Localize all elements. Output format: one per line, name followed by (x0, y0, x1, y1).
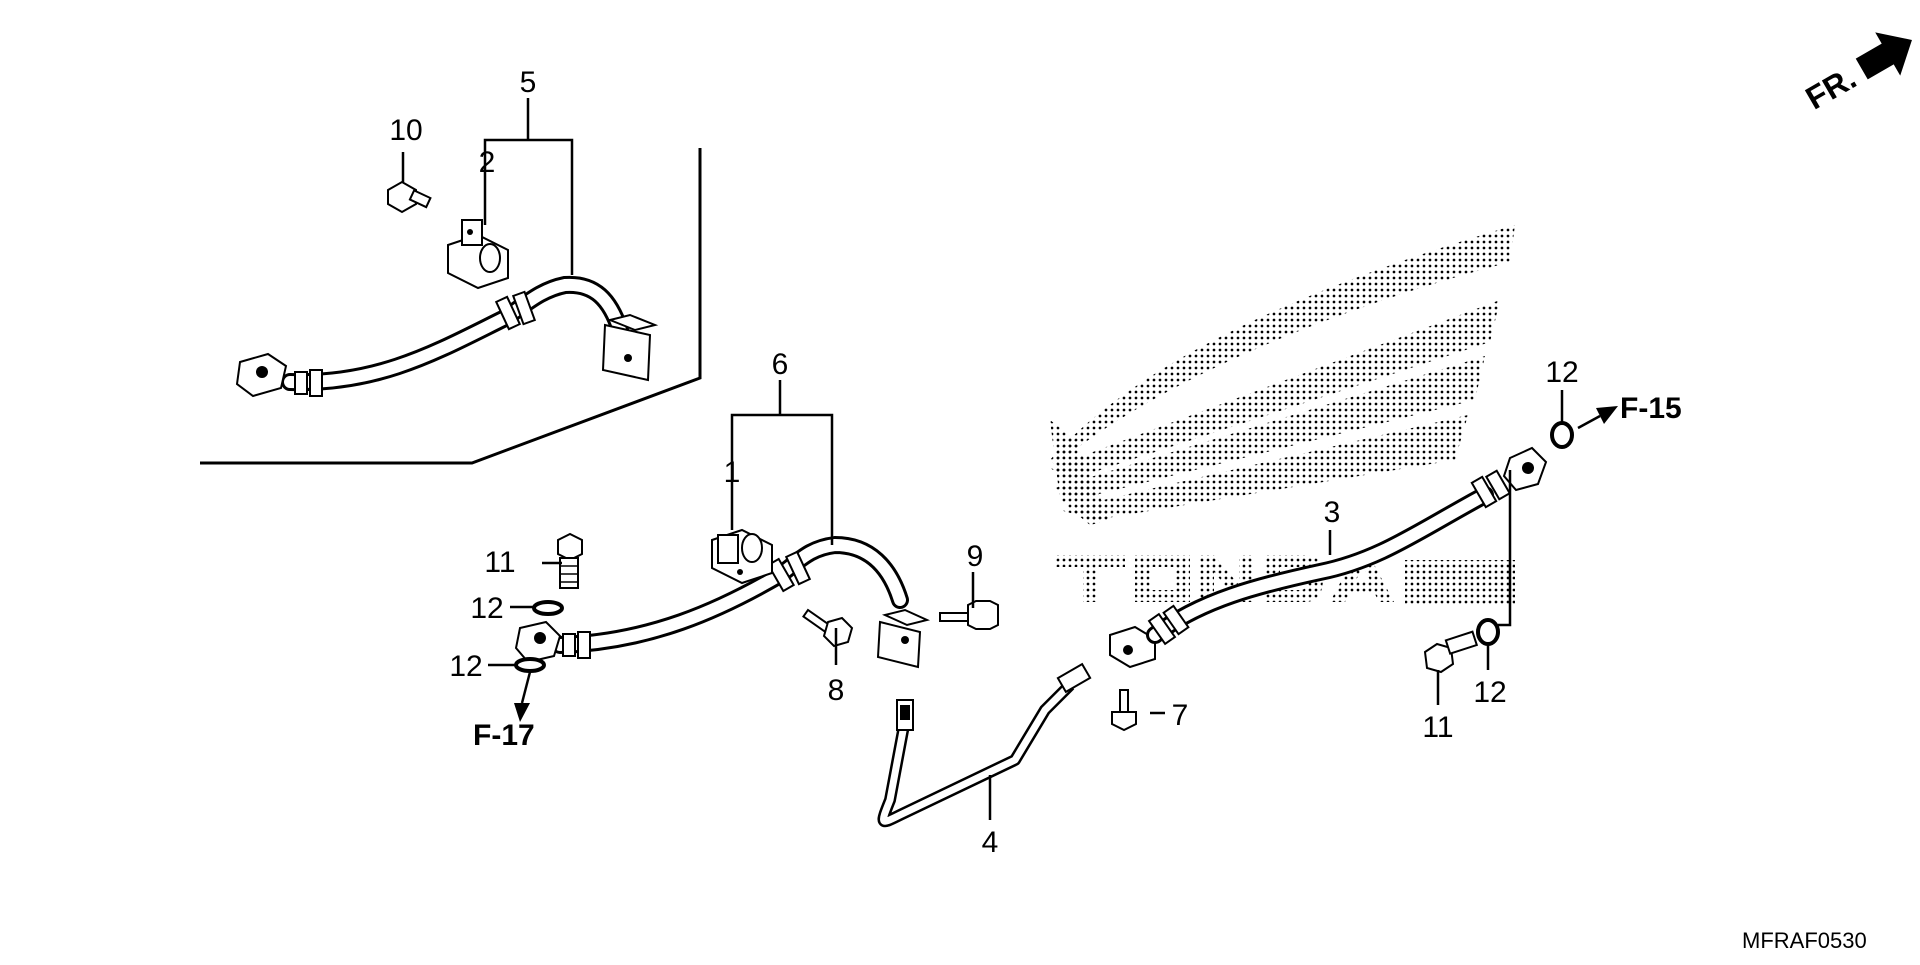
bolt-8 (802, 608, 854, 648)
direction-label: FR. (1800, 60, 1863, 117)
callout-2: 2 (479, 146, 496, 179)
bolt-10 (387, 180, 432, 214)
banjo-bolt-11-right (1423, 630, 1479, 674)
clamp-2 (447, 219, 509, 290)
callout-11-right: 11 (1422, 711, 1453, 744)
bolt-9 (939, 600, 999, 630)
brake-hose-3 (1146, 446, 1548, 646)
callout-3: 3 (1324, 496, 1341, 529)
callout-12-left-upper: 12 (470, 592, 503, 625)
inset-frame (200, 148, 702, 465)
callout-6: 6 (772, 348, 789, 381)
callout-12-right-upper: 12 (1545, 356, 1578, 389)
washer-12-left-lower (514, 657, 546, 673)
banjo-bolt-11-left (557, 532, 583, 589)
callout-8: 8 (828, 674, 845, 707)
leader-lines (401, 98, 1601, 820)
bolt-7 (1111, 689, 1137, 732)
ref-f15: F-15 (1620, 392, 1682, 425)
callout-11-left: 11 (484, 546, 515, 579)
callout-1: 1 (724, 456, 741, 489)
washer-12-right-upper (1550, 421, 1574, 449)
arrow-f17 (514, 703, 530, 722)
arrow-f15 (1596, 406, 1618, 424)
ref-f17: F-17 (473, 719, 535, 752)
direction-arrow-icon: FR. (1800, 32, 1912, 117)
brake-hose-assembly-6 (514, 535, 931, 669)
clamp-1 (711, 528, 773, 585)
washer-12-left-upper (532, 600, 564, 616)
honda-wing-watermark (1050, 225, 1515, 605)
brake-hose-assembly-5 (235, 275, 659, 398)
callout-12-right-lower: 12 (1473, 676, 1506, 709)
callout-10: 10 (389, 114, 422, 147)
callouts: 5 10 2 6 1 9 8 11 12 12 3 4 7 12 11 12 (389, 66, 1578, 859)
joint-block (1109, 625, 1156, 669)
callout-5: 5 (520, 66, 537, 99)
callout-7: 7 (1172, 699, 1189, 732)
washer-12-right-lower (1476, 618, 1500, 646)
callout-12-left-lower: 12 (449, 650, 482, 683)
diagram-code: MFRAF0530 (1742, 928, 1867, 953)
callout-9: 9 (967, 540, 984, 573)
brake-pipe-4 (877, 662, 1092, 828)
callout-4: 4 (982, 826, 999, 859)
